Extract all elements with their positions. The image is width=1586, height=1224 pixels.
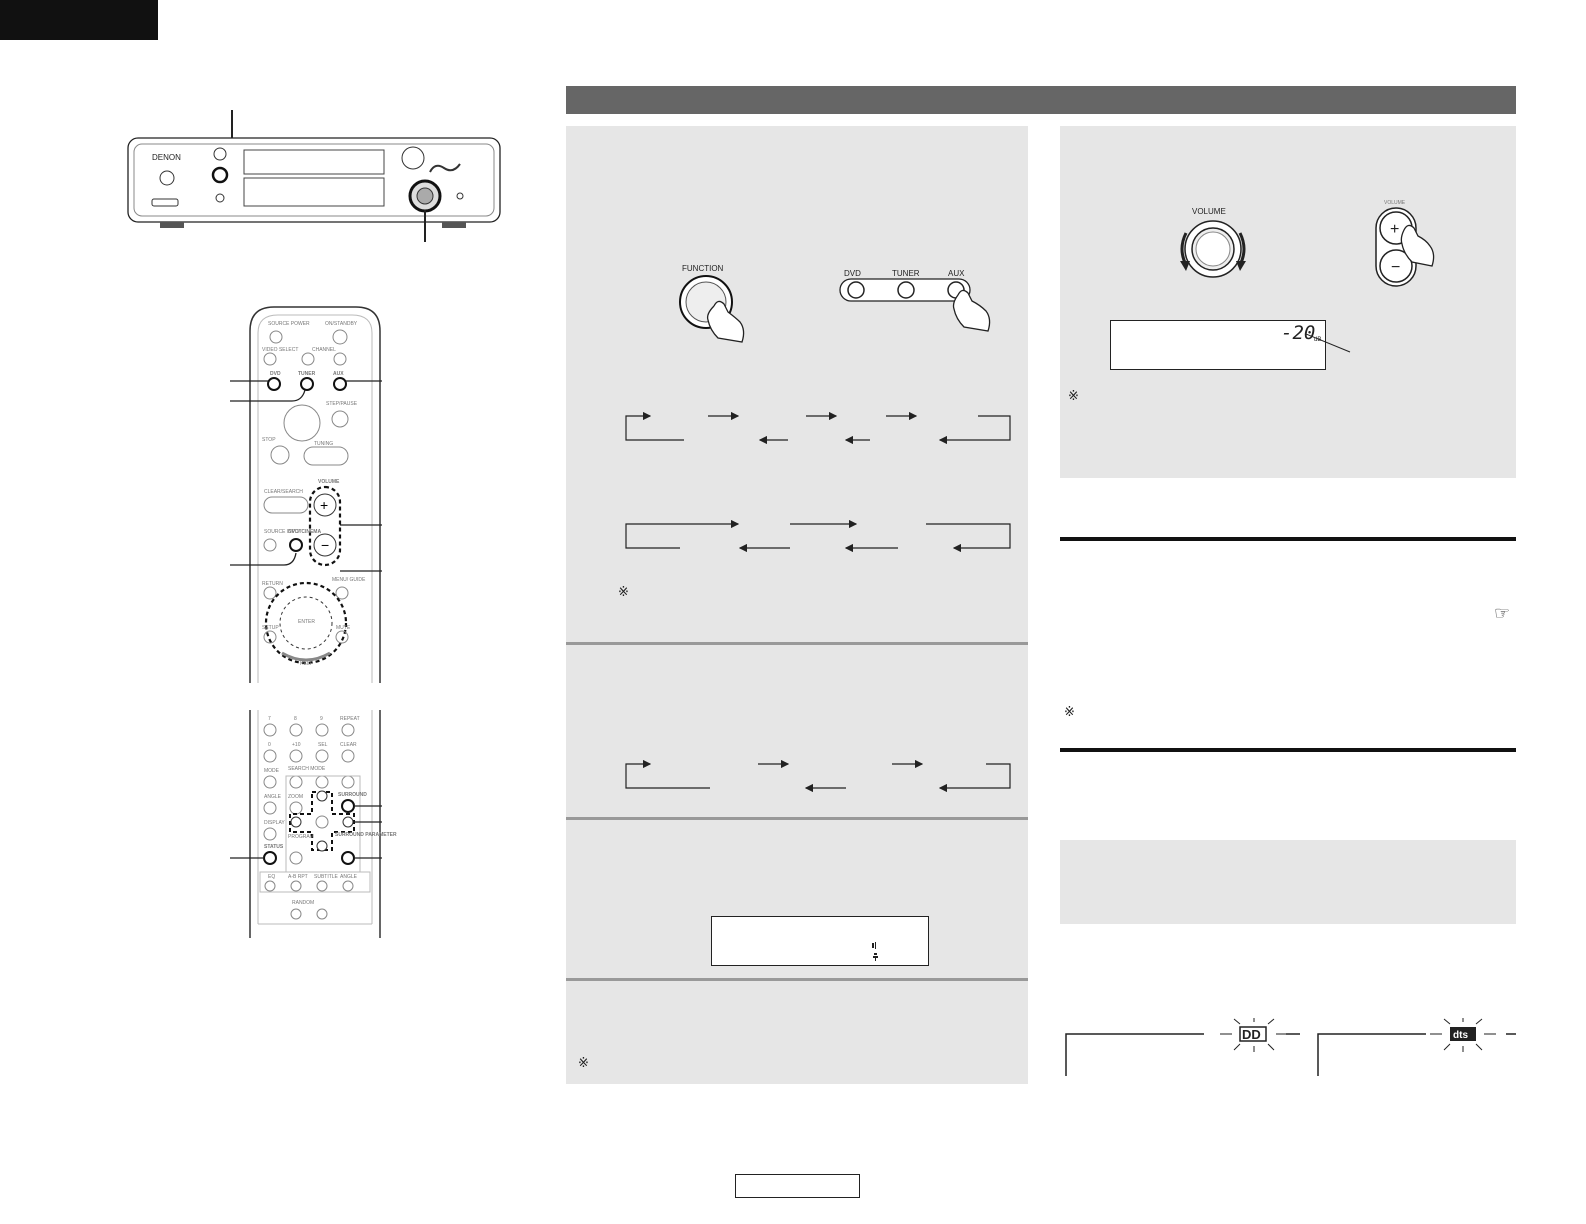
status-label: STATUS [264, 844, 284, 850]
volume-note-mark: ※ [1068, 389, 1079, 404]
return-label: RETURN [262, 581, 283, 587]
mode-cycle-diagram [625, 759, 1011, 793]
section-tab [0, 0, 158, 40]
menu-guide-label: MENU/ GUIDE [332, 577, 366, 583]
dts-indicator-display: dts [1317, 1018, 1516, 1076]
step-pause-label: STEP/PAUSE [326, 401, 358, 407]
remote-tuner-label: TUNER [298, 371, 316, 377]
random-label: RANDOM [292, 900, 314, 906]
dts-indicator: dts [1453, 1030, 1468, 1041]
display-label: DISPLAY [264, 820, 285, 826]
function-cycle-diagram [625, 411, 1011, 445]
channel-label: CHANNEL [312, 347, 336, 353]
eq-label: EQ [268, 874, 275, 880]
status-display [711, 916, 929, 966]
a-b-repeat-label: A-B RPT [288, 874, 308, 880]
function-note-mark: ※ [618, 585, 629, 600]
surround-label: SURROUND [338, 792, 367, 798]
volume-value: -20 [1281, 322, 1315, 344]
volume-knob-label: VOLUME [1192, 207, 1226, 216]
repeat-label: REPEAT [340, 716, 360, 722]
tuning-label: TUNING [314, 441, 333, 447]
volume-readout: -20 dB [1281, 322, 1321, 344]
remote-volume-label: VOLUME [318, 479, 340, 485]
volume-button-label: VOLUME [1384, 200, 1406, 206]
main-unit-illustration: DENON [127, 110, 501, 242]
volume-plus-label: + [1390, 221, 1399, 238]
power-label: SOURCE POWER [268, 321, 310, 327]
sel-label: SEL [318, 742, 328, 748]
volume-display: -20 dB [1110, 320, 1326, 370]
remote-lower-illustration: 7 8 9 REPEAT 0 +10 SEL CLEAR MODE SEARCH… [230, 710, 397, 938]
dolby-digital-indicator: DD [1242, 1027, 1261, 1042]
function-knob-illustration: FUNCTION [679, 264, 745, 343]
page-reference-icon: ☞ [1494, 603, 1511, 624]
source-input-label: SOURCE INPUT [264, 529, 302, 535]
svg-text:−: − [321, 537, 329, 553]
info-panel [1060, 840, 1516, 924]
page-number-box [735, 1174, 860, 1198]
video-select-label: VIDEO SELECT [262, 347, 298, 353]
help-label: HELP [300, 661, 314, 667]
search-mode-label: SEARCH MODE [288, 766, 326, 772]
section-rule-1 [1060, 537, 1516, 541]
key-9-label: 9 [320, 716, 323, 722]
angle-bottom-label: ANGLE [340, 874, 358, 880]
zoom-label: ZOOM [288, 794, 303, 800]
setup-label: SETUP [262, 625, 279, 631]
brand-logo: DENON [152, 153, 181, 162]
source-buttons-illustration: DVD TUNER AUX [839, 269, 991, 332]
section-rule-2 [1060, 748, 1516, 752]
onstandby-label: ON/STANDBY [325, 321, 358, 327]
mode-label: MODE [264, 768, 280, 774]
volume-knob-illustration: VOLUME [1180, 207, 1246, 278]
dvd-cinema-label: DVD/ CINEMA [288, 529, 321, 535]
note-panel [566, 981, 1028, 1084]
subtitle-label: SUBTITLE [314, 874, 339, 880]
mute-label: MUTE [336, 625, 351, 631]
panel-separator [566, 817, 1028, 820]
volume-unit: dB [1314, 337, 1321, 343]
key-plus10-label: +10 [292, 742, 301, 748]
dvd-button-label: DVD [844, 269, 861, 278]
volume-minus-label: − [1391, 259, 1400, 276]
enter-label: ENTER [298, 619, 315, 625]
svg-text:+: + [320, 497, 328, 513]
speaker-segment-icon [872, 942, 878, 961]
stop-label: STOP [262, 437, 276, 443]
surround-parameter-label: SURROUND PARAMETER [335, 832, 397, 838]
volume-callout-line [1306, 334, 1351, 353]
volume-panel [1060, 126, 1516, 478]
status-note-mark: ※ [578, 1056, 589, 1071]
remote-upper-illustration: SOURCE POWER ON/STANDBY VIDEO SELECT CHA… [230, 306, 382, 683]
aux-button-label: AUX [948, 269, 965, 278]
angle-label: ANGLE [264, 794, 282, 800]
function-select-panel [566, 126, 1028, 642]
key-0-label: 0 [268, 742, 271, 748]
key-7-label: 7 [268, 716, 271, 722]
remote-dvd-label: DVD [270, 371, 281, 377]
key-8-label: 8 [294, 716, 297, 722]
dolby-indicator-display: DD [1065, 1018, 1300, 1076]
volume-buttons-illustration: VOLUME + − [1375, 200, 1435, 287]
panel-separator [566, 642, 1028, 645]
panel-separator [566, 978, 1028, 981]
function-cycle-diagram-2 [625, 519, 1011, 553]
remote-aux-label: AUX [333, 371, 344, 377]
section-note-mark: ※ [1064, 705, 1075, 720]
clear-label: CLEAR [340, 742, 357, 748]
section-header-bar [566, 86, 1516, 114]
clear-search-label: CLEAR/SEARCH [264, 489, 303, 495]
function-knob-label: FUNCTION [682, 264, 724, 273]
tuner-button-label: TUNER [892, 269, 920, 278]
program-label: PROGRAM [288, 834, 314, 840]
